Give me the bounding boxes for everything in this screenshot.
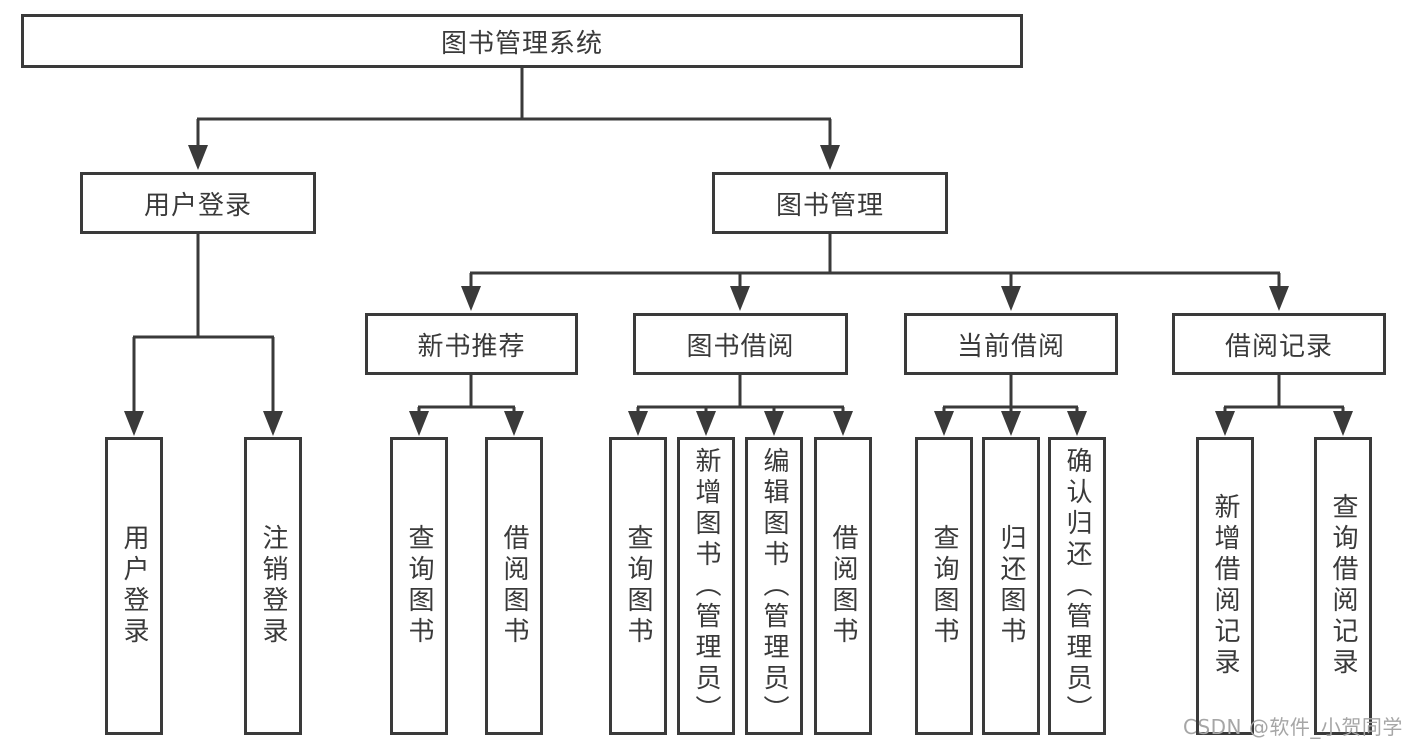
arrowhead xyxy=(1215,411,1235,436)
connector-bookborrow-branch xyxy=(636,375,845,414)
leaf-label: 确认归还（管理员） xyxy=(1062,446,1092,726)
leaf-label: 用户登录 xyxy=(119,524,149,648)
node-label: 用户登录 xyxy=(143,190,252,221)
watermark: CSDN @软件_小贺同学 xyxy=(1183,715,1403,739)
arrowhead xyxy=(820,145,840,170)
arrowhead xyxy=(696,411,716,436)
leaf-label: 查询图书 xyxy=(623,524,653,648)
arrowhead xyxy=(263,411,283,436)
node-label: 图书借阅 xyxy=(686,331,795,362)
arrowhead xyxy=(1269,286,1289,311)
leaf-label: 新增图书（管理员） xyxy=(691,446,721,726)
leaf-add-borrow-record: 新增借阅记录 xyxy=(1196,437,1254,735)
arrowhead xyxy=(1001,286,1021,311)
leaf-label: 编辑图书（管理员） xyxy=(759,446,789,726)
node-label: 图书管理系统 xyxy=(440,28,603,59)
leaf-query-books-current: 查询图书 xyxy=(915,437,973,735)
leaf-label: 查询借阅记录 xyxy=(1328,493,1358,679)
node-borrowing-records: 借阅记录 xyxy=(1172,313,1386,375)
leaf-confirm-return-admin: 确认归还（管理员） xyxy=(1048,437,1106,735)
node-book-management: 图书管理 xyxy=(712,172,948,234)
leaf-query-books-recommend: 查询图书 xyxy=(390,437,448,735)
leaf-label: 新增借阅记录 xyxy=(1210,493,1240,679)
leaf-label: 查询图书 xyxy=(404,524,434,648)
node-new-book-recommendation: 新书推荐 xyxy=(365,313,578,375)
arrowhead xyxy=(934,411,954,436)
node-library-management-system: 图书管理系统 xyxy=(21,14,1023,68)
node-user-login: 用户登录 xyxy=(80,172,316,234)
leaf-query-books-borrow: 查询图书 xyxy=(609,437,667,735)
leaf-logout: 注销登录 xyxy=(244,437,302,735)
node-label: 借阅记录 xyxy=(1224,331,1333,362)
arrowhead xyxy=(188,145,208,170)
connector-newbook-branch xyxy=(417,375,516,414)
arrowhead xyxy=(124,411,144,436)
leaf-label: 归还图书 xyxy=(996,524,1026,648)
node-label: 当前借阅 xyxy=(956,331,1065,362)
arrowhead xyxy=(1001,411,1021,436)
leaf-label: 注销登录 xyxy=(258,524,288,648)
arrowhead xyxy=(764,411,784,436)
arrowhead xyxy=(461,286,481,311)
connector-root-to-level2 xyxy=(196,68,832,148)
connector-borrowrecords-branch xyxy=(1223,375,1345,414)
arrowhead xyxy=(730,286,750,311)
node-label: 图书管理 xyxy=(775,190,884,221)
leaf-query-borrow-record: 查询借阅记录 xyxy=(1314,437,1372,735)
arrowhead xyxy=(504,411,524,436)
leaf-label: 借阅图书 xyxy=(499,524,529,648)
connector-currentborrow-branch xyxy=(942,375,1079,414)
arrowhead xyxy=(833,411,853,436)
leaf-edit-books-admin: 编辑图书（管理员） xyxy=(745,437,803,735)
arrowhead xyxy=(1333,411,1353,436)
leaf-add-books-admin: 新增图书（管理员） xyxy=(677,437,735,735)
arrowhead xyxy=(1067,411,1087,436)
connector-bookmgmt-branch xyxy=(469,234,1281,289)
leaf-user-login: 用户登录 xyxy=(105,437,163,735)
leaf-borrow-books-recommend: 借阅图书 xyxy=(485,437,543,735)
node-label: 新书推荐 xyxy=(417,331,526,362)
leaf-borrow-books: 借阅图书 xyxy=(814,437,872,735)
leaf-label: 借阅图书 xyxy=(828,524,858,648)
node-current-borrowing: 当前借阅 xyxy=(904,313,1118,375)
leaf-label: 查询图书 xyxy=(929,524,959,648)
arrowhead xyxy=(409,411,429,436)
arrowhead xyxy=(628,411,648,436)
node-book-borrowing: 图书借阅 xyxy=(633,313,848,375)
connector-userlogin-branch xyxy=(132,234,275,414)
leaf-return-books: 归还图书 xyxy=(982,437,1040,735)
